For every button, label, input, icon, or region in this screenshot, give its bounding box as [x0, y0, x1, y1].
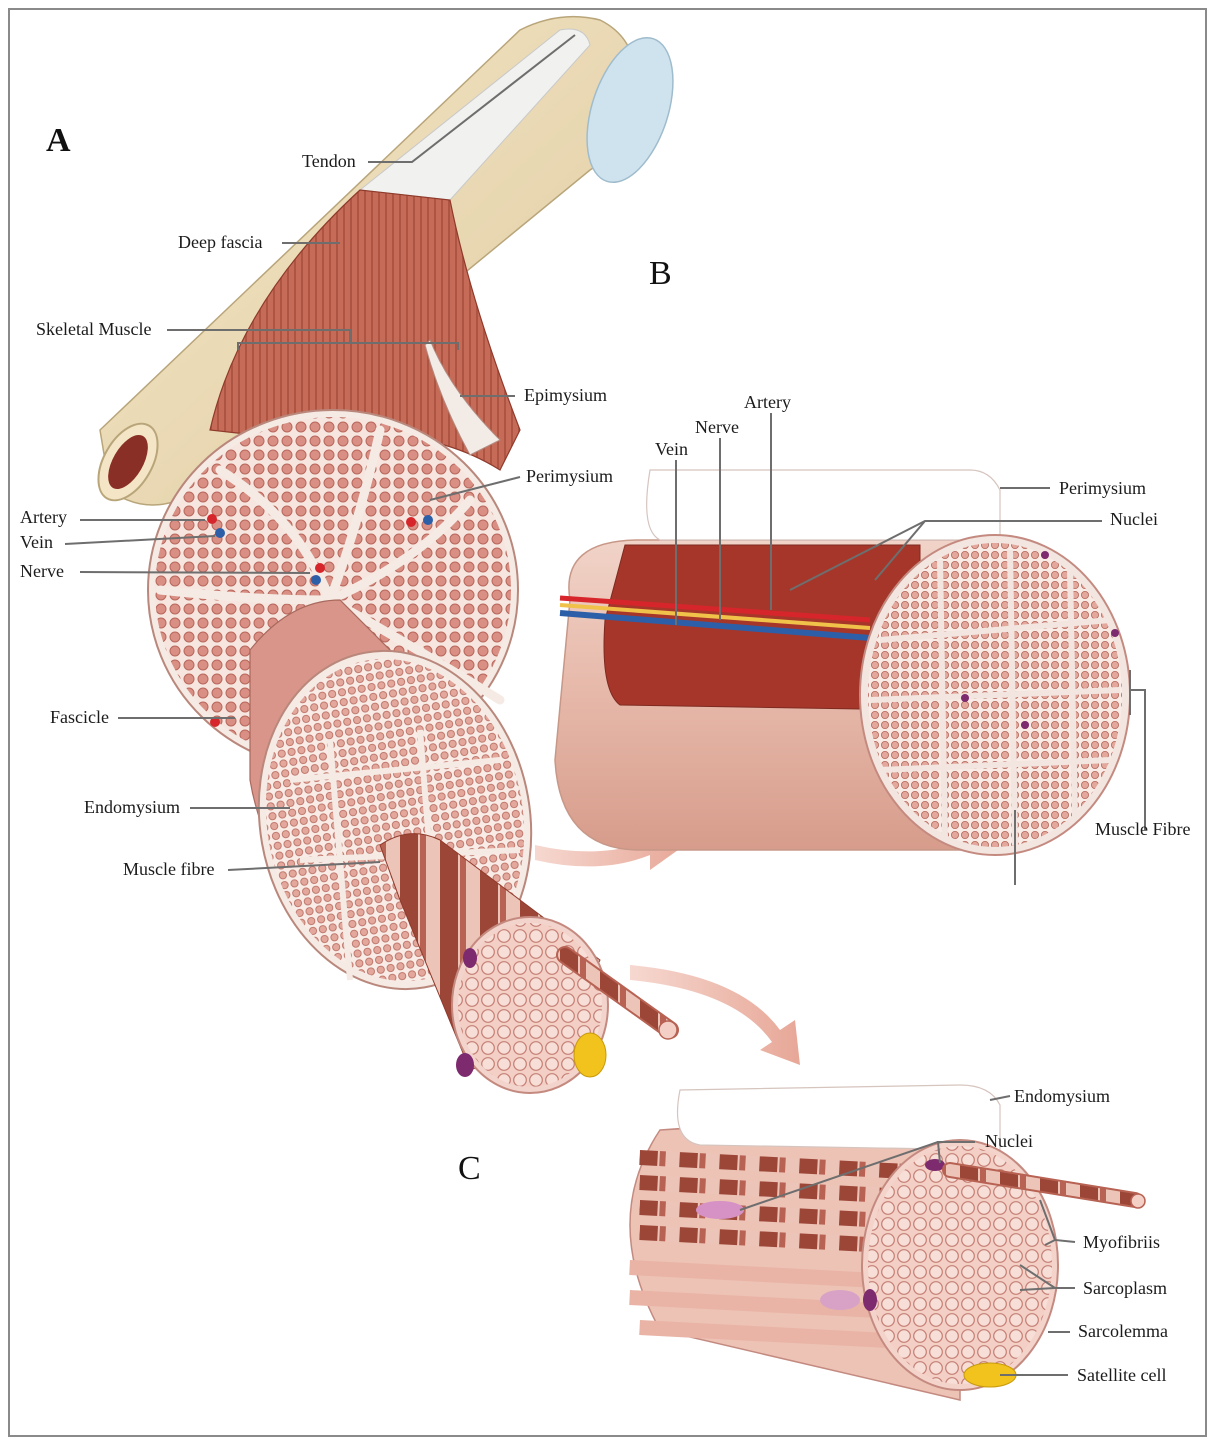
label-skeletal-muscle: Skeletal Muscle: [36, 320, 151, 338]
label-perimysium-b: Perimysium: [1059, 479, 1146, 497]
label-epimysium: Epimysium: [524, 386, 607, 404]
label-artery-a: Artery: [20, 508, 67, 526]
label-fascicle: Fascicle: [50, 708, 109, 726]
label-satellite-cell: Satellite cell: [1077, 1366, 1166, 1384]
label-perimysium-a: Perimysium: [526, 467, 613, 485]
label-muscle-fibre-b: Muscle Fibre: [1095, 820, 1190, 838]
label-tendon: Tendon: [302, 152, 356, 170]
label-sarcoplasm: Sarcoplasm: [1083, 1279, 1167, 1297]
label-endomysium-a: Endomysium: [84, 798, 180, 816]
label-muscle-fibre-a: Muscle fibre: [123, 860, 214, 878]
label-vein-a: Vein: [20, 533, 53, 551]
label-myofibrils: Myofibriis: [1083, 1233, 1160, 1251]
label-nerve-a: Nerve: [20, 562, 64, 580]
label-nerve-b: Nerve: [695, 418, 739, 436]
label-sarcolemma: Sarcolemma: [1078, 1322, 1168, 1340]
label-artery-b: Artery: [744, 393, 791, 411]
panel-label-b: B: [649, 257, 672, 291]
label-deep-fascia: Deep fascia: [178, 233, 262, 251]
label-vein-b: Vein: [655, 440, 688, 458]
label-nuclei-b: Nuclei: [1110, 510, 1158, 528]
panel-label-a: A: [46, 124, 71, 158]
label-endomysium-c: Endomysium: [1014, 1087, 1110, 1105]
label-nuclei-c: Nuclei: [985, 1132, 1033, 1150]
panel-label-c: C: [458, 1152, 481, 1186]
